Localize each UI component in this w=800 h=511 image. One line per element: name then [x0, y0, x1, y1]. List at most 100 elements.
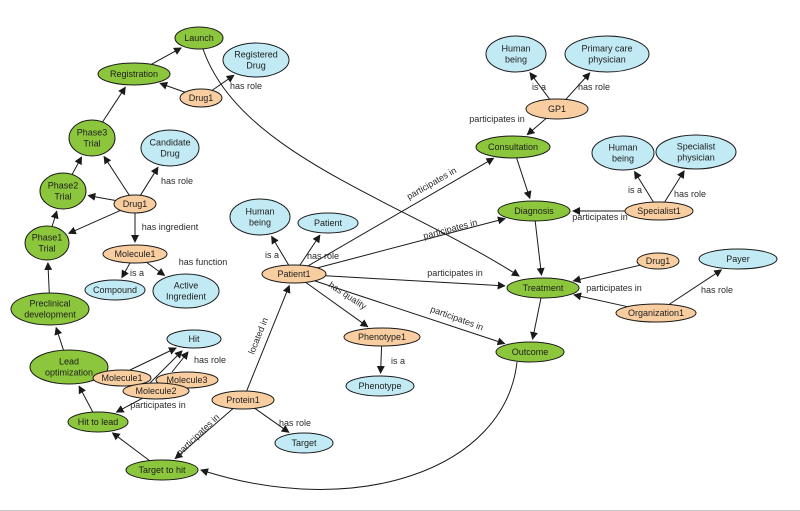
process-ellipse [97, 62, 171, 86]
node-label: Organization1 [628, 308, 684, 318]
edge-patient1-diagnosis [317, 216, 506, 269]
edge-label-gp1-consultation: participates in [469, 114, 525, 124]
node-label: Outcome [512, 347, 549, 357]
process-ellipse [495, 341, 565, 363]
edge-phase3_trial-registration [102, 86, 126, 123]
individual-ellipse [113, 194, 157, 214]
edge-drug1_left-phase2_trial [87, 192, 116, 201]
edge-gp1-human_being_gp [529, 72, 551, 100]
node-patient_cls: Patient [297, 212, 359, 234]
edge-phase1_trial-phase2_trial [50, 210, 59, 227]
edge-patient1-patient_cls [299, 234, 321, 266]
process-ellipse [497, 200, 571, 222]
node-drug1_right: Drug1 [636, 252, 680, 270]
class-ellipse [345, 375, 415, 397]
edge-label-patient1-treatment: participates in [427, 268, 483, 278]
class-ellipse [152, 273, 220, 309]
edge-specialist1-human_being_sp [634, 170, 654, 203]
node-label: Registration [110, 69, 158, 79]
edge-label-molecule3-hit: has role [194, 355, 226, 365]
edge-patient1-outcome [314, 280, 506, 346]
edge-lead_opt-preclinical [54, 326, 64, 351]
node-organization1: Organization1 [615, 303, 697, 323]
node-label: Phenotype1 [358, 332, 406, 342]
node-label: Drug1 [123, 199, 148, 209]
individual-ellipse [343, 327, 421, 347]
node-registration: Registration [97, 62, 171, 86]
node-launch: Launch [174, 26, 224, 50]
class-ellipse [229, 198, 291, 236]
edge-drug1_left-candidate_drug [140, 166, 159, 196]
node-label: Payer [726, 254, 750, 264]
process-ellipse [174, 26, 224, 50]
edge-label-drug1_top-registered_drug: has role [230, 81, 262, 91]
edge-label-drug1_left-molecule1_mid: has ingredient [142, 222, 199, 232]
edge-label-patient1-patient_cls: has role [307, 251, 339, 261]
edge-specialist1-specialist_phys [664, 170, 685, 203]
process-ellipse [68, 119, 116, 157]
node-label: GP1 [548, 104, 566, 114]
edge-molecule2-hit_to_lead [115, 397, 143, 413]
node-label: Hit to lead [78, 417, 119, 427]
edge-label-gp1-primary_care: has role [578, 82, 610, 92]
individual-ellipse [211, 390, 275, 410]
edge-protein1-target_cls [254, 407, 290, 433]
node-label: Hit [189, 334, 200, 344]
node-consultation: Consultation [475, 135, 551, 159]
class-ellipse [655, 134, 737, 170]
edge-label-patient1-diagnosis: participates in [422, 217, 478, 241]
process-ellipse [67, 411, 129, 433]
node-hit: Hit [166, 329, 222, 349]
individual-ellipse [92, 369, 152, 387]
node-label: Treatment [523, 283, 564, 293]
class-ellipse [591, 135, 655, 171]
node-hit_to_lead: Hit to lead [67, 411, 129, 433]
edge-label-molecule1_mid-compound: is a [130, 268, 144, 278]
process-ellipse [24, 225, 70, 261]
edge-treatment-outcome [530, 297, 542, 341]
class-ellipse [140, 129, 200, 167]
edge-drug1_left-phase1_trial [67, 210, 121, 235]
class-ellipse [84, 279, 146, 301]
node-outcome: Outcome [495, 341, 565, 363]
edge-registration-launch [151, 47, 182, 65]
edge-target_to_hit-hit_to_lead [111, 432, 150, 462]
edge-drug1_left-phase3_trial [103, 155, 130, 196]
node-target_cls: Target [274, 432, 334, 454]
edge-label-drug1_right-treatment: participates in [586, 283, 642, 293]
process-ellipse [10, 292, 90, 326]
node-label: Launch [184, 33, 214, 43]
edge-patient1-human_being_c [271, 235, 290, 266]
edge-launch-treatment [202, 48, 520, 277]
edge-label-specialist1-specialist_phys: has role [674, 189, 706, 199]
edge-protein1-patient1 [246, 284, 291, 392]
edge-drug1_top-registration [159, 81, 186, 93]
node-phenotype_cls: Phenotype [345, 375, 415, 397]
node-drug1_left: Drug1 [113, 194, 157, 214]
class-ellipse [297, 212, 359, 234]
individual-ellipse [624, 201, 694, 221]
edge-organization1-treatment [573, 292, 628, 308]
individual-ellipse [615, 303, 697, 323]
node-payer: Payer [698, 248, 778, 270]
node-label: Specialist1 [637, 206, 681, 216]
class-ellipse [222, 42, 290, 78]
edge-label-drug1_left-candidate_drug: has role [161, 176, 193, 186]
edge-label-patient1-human_being_c: is a [265, 250, 279, 260]
edge-label-protein1-target_cls: has role [279, 418, 311, 428]
edge-label-patient1-phenotype1: has quality [327, 280, 369, 312]
